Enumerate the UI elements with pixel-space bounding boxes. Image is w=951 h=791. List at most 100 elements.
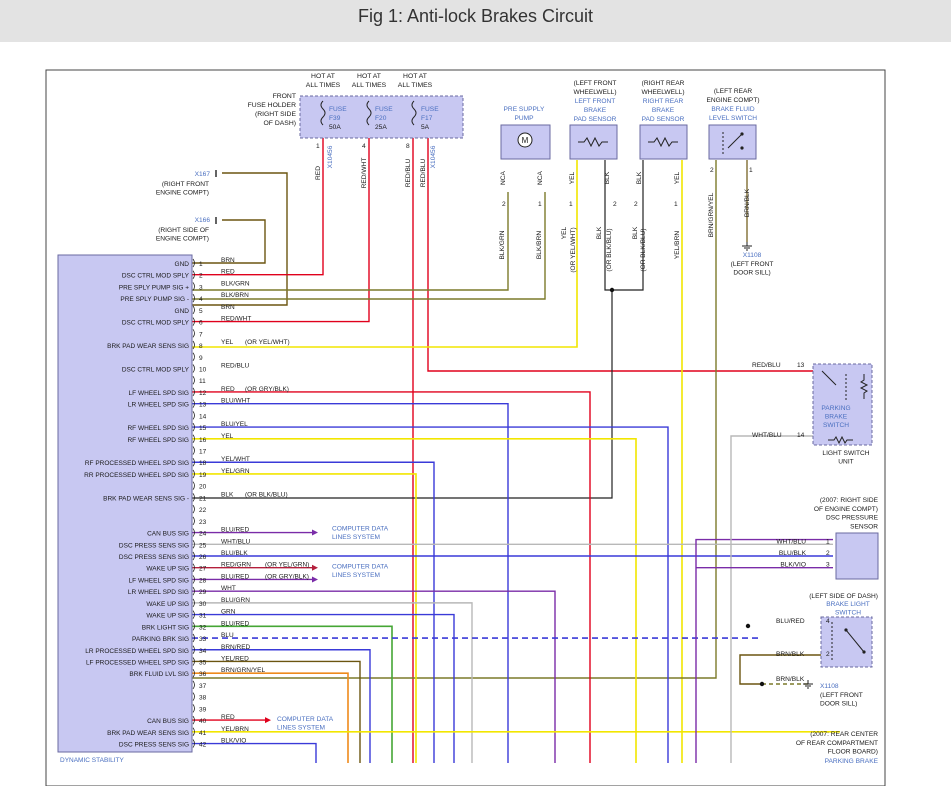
ecu-pin-wire-color: RED/WHT — [221, 316, 251, 323]
hot-at-all-times-label: ALL TIMES — [398, 82, 433, 89]
wire-blk-vio-sensor — [695, 538, 833, 763]
hot-at-all-times-label: HOT AT — [311, 73, 335, 80]
ecu-pin-bracket — [192, 563, 195, 572]
brake-light-switch-wire: BRN/BLK — [776, 651, 805, 658]
ecu-pin-wire-note: (OR GRY/BLK) — [245, 386, 289, 393]
pressure-sensor-header: (2007: RIGHT SIDE — [820, 497, 879, 504]
ecu-pin-label: LR WHEEL SPD SIG — [128, 402, 189, 409]
ecu-pin-bracket — [192, 715, 195, 725]
brake-light-switch-contact — [844, 628, 848, 632]
ecu-pin-bracket — [192, 727, 195, 737]
pressure-sensor-wire: BLU/BLK — [779, 550, 807, 557]
pressure-sensor-pin: 1 — [826, 538, 830, 545]
wire-red-fuse-f39 — [192, 138, 324, 276]
ecu-pin-bracket — [192, 352, 195, 361]
ecu-pin-number: 32 — [199, 624, 207, 631]
wire-arrow — [312, 576, 318, 583]
ecu-pin-wire-note: (OR YEL/GRN) — [265, 562, 309, 569]
rr-pad-sensor-header: PAD SENSOR — [642, 116, 685, 123]
ecu-pin-bracket — [192, 657, 195, 666]
ecu-pin-label: DSC PRESS SENS SIG — [119, 554, 189, 561]
wire-blk-grn-pump — [192, 192, 509, 291]
ground-x1108-id: X1108 — [820, 683, 839, 690]
ground-x166-id: X166 — [195, 217, 211, 224]
ecu-pin-number: 19 — [199, 472, 207, 479]
rr-pad-wire: BLK — [632, 226, 639, 239]
ecu-pin-number: 22 — [199, 507, 207, 514]
rr-pad-sensor-location: (RIGHT REAR — [642, 80, 685, 87]
ecu-pin-wire-color: BLU/WHT — [221, 398, 250, 405]
ground-x167-location: ENGINE COMPT) — [156, 190, 209, 197]
rr-pad-sensor-symbol — [648, 136, 678, 148]
wire-wht-pin29 — [192, 590, 556, 763]
ecu-pin-wire-color: YEL/RED — [221, 655, 249, 662]
ecu-pin-wire-color: BLU/YEL — [221, 421, 248, 428]
ground-x1108-location: (LEFT FRONT — [820, 692, 863, 699]
ecu-pin-label: LR WHEEL SPD SIG — [128, 589, 189, 596]
parking-brake-header: PARKING BRAKE — [825, 758, 879, 765]
wire-blu-yel-pin15 — [192, 426, 669, 763]
splice-dot — [609, 287, 615, 293]
ecu-pin-number: 34 — [199, 648, 207, 655]
parking-brake-location: (2007: REAR CENTER — [810, 731, 878, 738]
ecu-pin-wire-color: GRN — [221, 609, 236, 616]
ecu-pin-bracket — [192, 516, 195, 526]
ecu-pin-bracket — [192, 704, 195, 713]
ecu-pin-label: RF WHEEL SPD SIG — [127, 437, 189, 444]
lf-pad-sensor-header: LEFT FRONT — [575, 98, 616, 105]
lf-pad-sensor-header: PAD SENSOR — [574, 116, 617, 123]
fuse-holder-label: (RIGHT SIDE — [255, 111, 297, 118]
wire-red-wht-fuse-f20 — [192, 138, 370, 323]
pressure-sensor-pin: 2 — [826, 550, 830, 557]
ecu-pin-wire-color: RED — [221, 386, 235, 393]
ecu-pin-bracket — [192, 598, 195, 608]
wire-blk-brn-pump — [192, 192, 546, 300]
ecu-pin-wire-note: (OR YEL/WHT) — [245, 339, 290, 346]
ecu-pin-wire-color: BRN/GRN/YEL — [221, 667, 265, 674]
fuse-name: FUSE — [421, 106, 439, 113]
lf-pad-pin: 1 — [569, 201, 573, 208]
fuse-connector-id: X10456 — [327, 145, 334, 168]
pump-terminal: NCA — [537, 170, 544, 185]
ground-x167-location: (RIGHT FRONT — [162, 181, 209, 188]
fuse-rating: 25A — [375, 124, 387, 131]
ecu-pin-bracket — [192, 270, 195, 279]
fuse-name: FUSE — [375, 106, 393, 113]
ground-x167-id: X167 — [195, 171, 211, 178]
fluid-switch-pin: 1 — [749, 167, 753, 174]
lf-pad-wire: BLK — [596, 226, 603, 239]
ecu-pin-number: 29 — [199, 589, 207, 596]
ecu-pin-label: WAKE UP SIG — [146, 566, 189, 573]
wire-brn-grn-yel-fluid — [192, 160, 717, 679]
ecu-pin-number: 16 — [199, 437, 207, 444]
ecu-pin-wire-note: (OR GRY/BLK) — [265, 573, 309, 580]
ecu-pin-bracket — [192, 258, 195, 268]
brake-light-switch-header: SWITCH — [835, 610, 861, 617]
ecu-pin-wire-color: YEL/GRN — [221, 468, 250, 475]
ecu-pin-number: 24 — [199, 531, 207, 538]
ecu-pin-bracket — [192, 469, 195, 479]
brake-light-switch-box — [820, 616, 873, 668]
ecu-pin-label: LF PROCESSED WHEEL SPD SIG — [86, 659, 189, 666]
ecu-pin-wire-color: BLK/VIO — [221, 738, 246, 745]
pump-terminal: NCA — [500, 170, 507, 185]
ecu-pin-bracket — [192, 540, 195, 549]
pressure-sensor-box — [835, 532, 879, 580]
ecu-pin-bracket — [192, 551, 195, 561]
ecu-pin-wire-color: RED — [221, 269, 235, 276]
figure-title: Fig 1: Anti-lock Brakes Circuit — [357, 6, 594, 26]
ecu-pin-wire-color: WHT — [221, 585, 236, 592]
fuse-name: FUSE — [329, 106, 347, 113]
ecu-pin-bracket — [192, 633, 195, 643]
lf-pad-terminal: YEL — [569, 171, 576, 184]
lf-pad-wire: (OR BLK/BLU) — [606, 228, 613, 271]
ecu-pin-wire-color: YEL — [221, 339, 234, 346]
wire-ground-x166 — [192, 219, 266, 264]
ecu-pin-number: 18 — [199, 460, 207, 467]
brake-light-switch-symbol — [845, 629, 865, 653]
ecu-pin-label: BRK FLUID LVL SIG — [129, 671, 189, 678]
ecu-pin-bracket — [192, 680, 195, 690]
ecu-pin-number: 8 — [199, 343, 203, 350]
